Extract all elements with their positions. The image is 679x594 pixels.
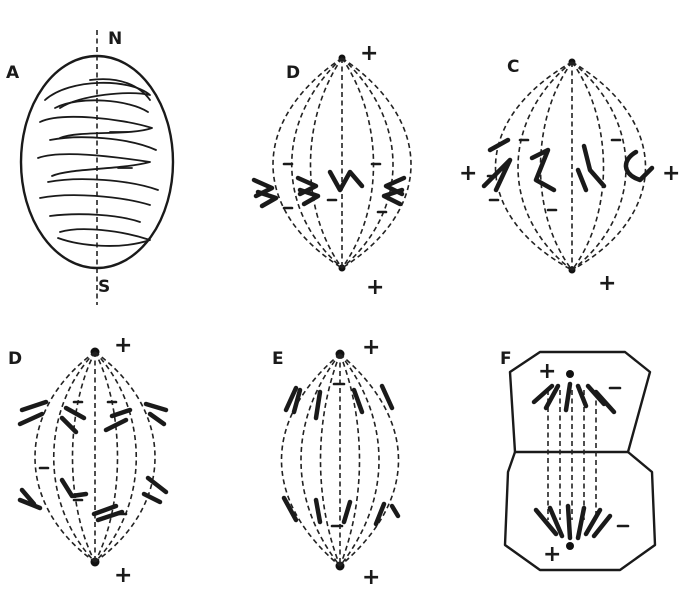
panel-c-bottom-sign: + — [598, 271, 616, 296]
panel-c-right-sign: + — [662, 161, 679, 186]
panel-e-chromosomes — [284, 386, 398, 524]
panel-f-label: F — [500, 349, 512, 369]
panel-a-label: A — [6, 63, 20, 83]
panel-d-bottom-sign: + — [114, 563, 132, 588]
panel-d-label: D — [8, 349, 22, 369]
panel-b-spindle — [273, 58, 411, 268]
panel-e: E + + — [272, 335, 399, 590]
panel-f: F + + — [500, 349, 655, 570]
panel-a-chromosomes — [38, 79, 158, 246]
panel-a-north-label: N — [108, 29, 122, 49]
panel-c-label: C — [507, 57, 519, 77]
panel-c-chromosomes — [484, 140, 652, 190]
panel-b-label: D — [286, 63, 300, 83]
panel-e-label: E — [272, 349, 284, 369]
panel-f-bottom-pole — [566, 542, 574, 550]
panel-f-bottom-sign: + — [543, 542, 561, 567]
panel-c-spindle — [496, 62, 646, 270]
panel-b-top-sign: + — [360, 41, 378, 66]
panel-d-top-sign: + — [114, 333, 132, 358]
panel-d: D + + — [8, 333, 166, 588]
panel-e-kinetochore-marks — [332, 384, 344, 526]
panel-c: C + + + — [459, 57, 679, 296]
panel-c-left-sign: + — [459, 161, 477, 186]
panel-d-spindle — [35, 352, 155, 562]
panel-f-chromosomes — [534, 384, 614, 538]
panel-b-bottom-sign: + — [366, 275, 384, 300]
panel-f-spindle — [548, 390, 596, 520]
panel-f-top-pole — [566, 370, 574, 378]
panel-e-bottom-sign: + — [362, 565, 380, 590]
panel-a-south-label: S — [98, 277, 110, 297]
panel-f-top-sign: + — [538, 359, 556, 384]
panel-c-kinetochore-marks — [488, 140, 620, 210]
panel-e-top-sign: + — [362, 335, 380, 360]
panel-a: A N S — [6, 29, 173, 305]
panel-b: D + + — [254, 41, 411, 300]
